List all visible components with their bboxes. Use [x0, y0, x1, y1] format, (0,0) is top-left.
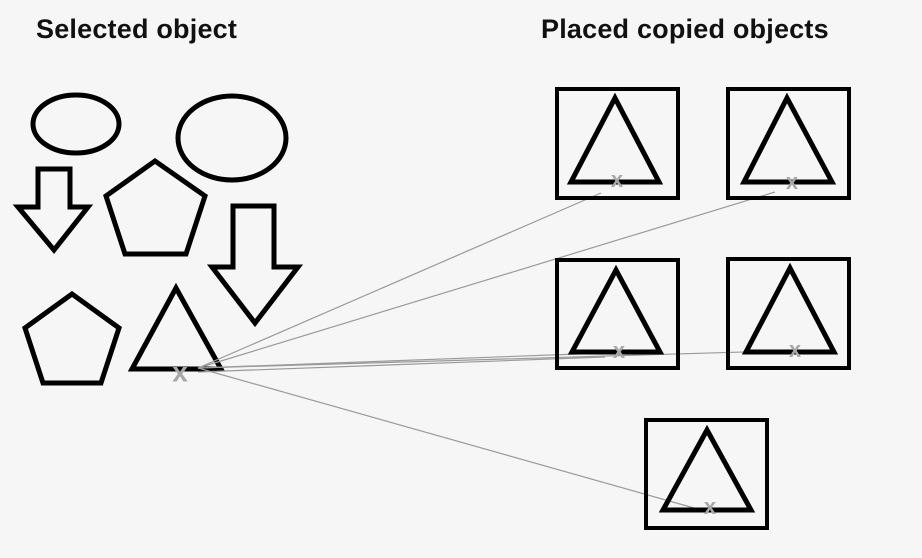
copy-4: x: [726, 257, 851, 370]
connector-line-5: [197, 367, 695, 509]
copy-frame: [644, 418, 769, 530]
copy-3: x: [555, 258, 680, 370]
connector-line-2: [197, 191, 776, 369]
source-base-point-marker: x: [172, 356, 188, 387]
arrow-down-large: [206, 203, 304, 328]
copy-base-point-marker: x: [611, 167, 624, 192]
connector-lines: [197, 191, 779, 509]
copy-frame: [555, 87, 680, 200]
placed-copies-heading: Placed copied objects: [541, 14, 829, 44]
arrow-down-small: [12, 166, 94, 254]
copy-frame: [555, 258, 680, 370]
copy-2: x: [726, 87, 851, 200]
copied-triangle[interactable]: [739, 92, 837, 185]
copied-triangle[interactable]: [741, 262, 839, 355]
copied-triangle[interactable]: [566, 92, 664, 185]
copy-base-point-marker: x: [789, 337, 802, 362]
copy-base-point-marker: x: [613, 338, 626, 363]
connector-line-3b: [197, 356, 606, 373]
selected-triangle[interactable]: [127, 282, 226, 372]
connector-line-1: [197, 192, 602, 369]
copy-5: x: [644, 418, 769, 530]
copy-base-point-marker: x: [786, 169, 799, 194]
copied-triangle[interactable]: [658, 424, 756, 513]
source-shapes: x: [12, 92, 304, 387]
ellipse-small: [30, 92, 122, 156]
pentagon-upper: [103, 157, 208, 257]
pentagon-lower: [22, 290, 122, 386]
connector-line-4: [197, 350, 779, 369]
copy-frame: [726, 87, 851, 200]
copy-frame: [726, 257, 851, 370]
copy-1: x: [555, 87, 680, 200]
selected-object-heading: Selected object: [36, 14, 238, 44]
copied-triangle[interactable]: [567, 264, 665, 355]
ellipse-large: [175, 93, 289, 183]
copy-base-point-marker: x: [704, 494, 717, 519]
